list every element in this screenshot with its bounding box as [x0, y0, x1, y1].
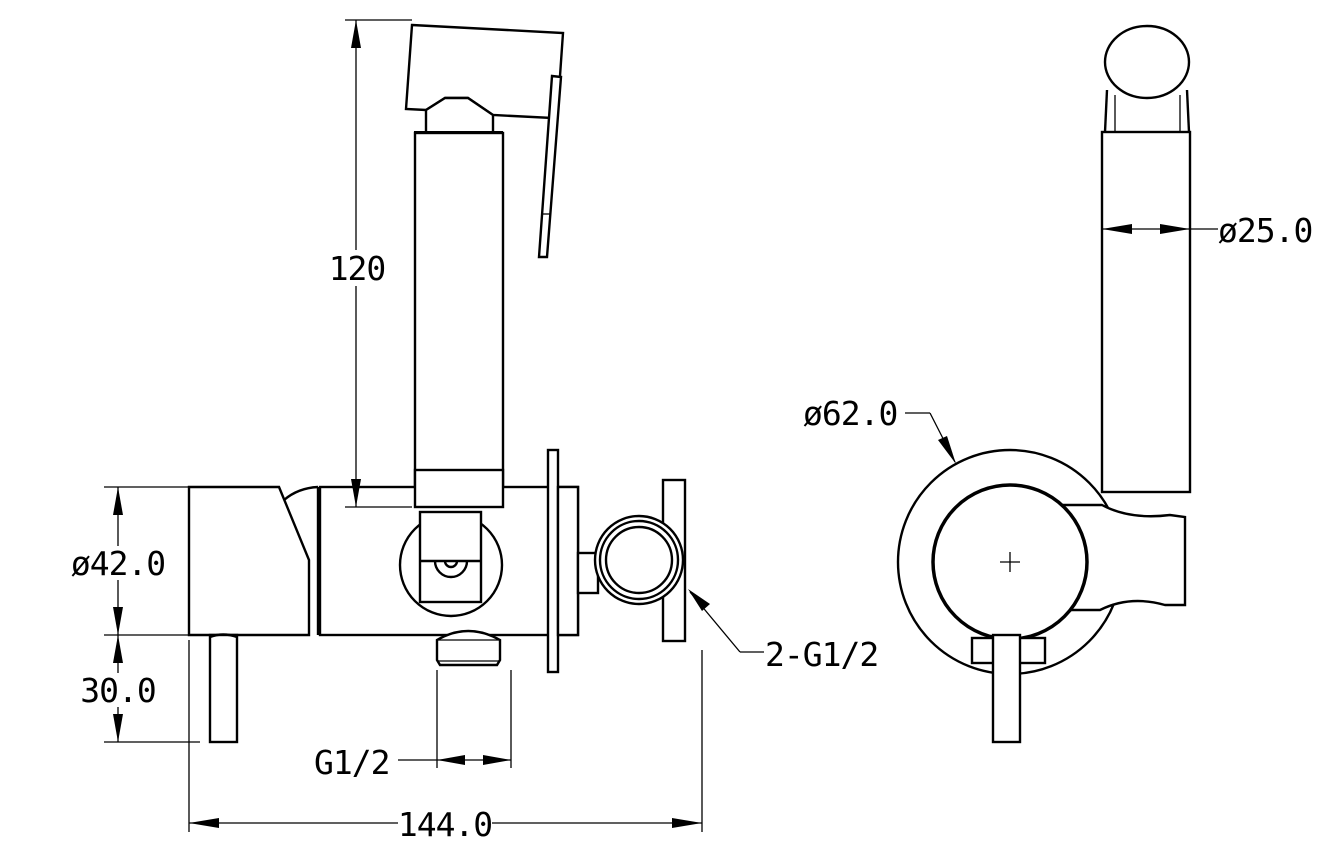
knob-body	[187, 485, 311, 637]
inlet-connector	[593, 514, 685, 606]
dim-body-diameter: ø42.0	[71, 544, 165, 583]
front-view	[896, 24, 1192, 744]
dim-handle-height: 120	[329, 249, 386, 288]
outlet-stem-front	[991, 633, 1022, 744]
spray-head	[404, 23, 565, 120]
dim-outlet-thread: G1/2	[314, 743, 389, 782]
outlet-stem	[208, 633, 239, 744]
dim-hose-diameter: ø25.0	[1218, 211, 1312, 250]
dim-inlet-threads: 2-G1/2	[765, 635, 878, 674]
dim-total-length: 144.0	[398, 805, 492, 844]
holder-arm	[1058, 503, 1187, 612]
spray-lever	[537, 74, 563, 259]
handle-tube-front	[1100, 130, 1192, 494]
handle-tube	[413, 131, 505, 509]
outlet-nut	[435, 629, 502, 667]
wall-flange	[546, 448, 560, 674]
dim-stem-length: 30.0	[80, 671, 155, 710]
spray-head-front	[1103, 24, 1191, 100]
side-view	[187, 23, 687, 744]
dim-plate-diameter: ø62.0	[803, 394, 897, 433]
dimension-lines	[104, 19, 1218, 832]
